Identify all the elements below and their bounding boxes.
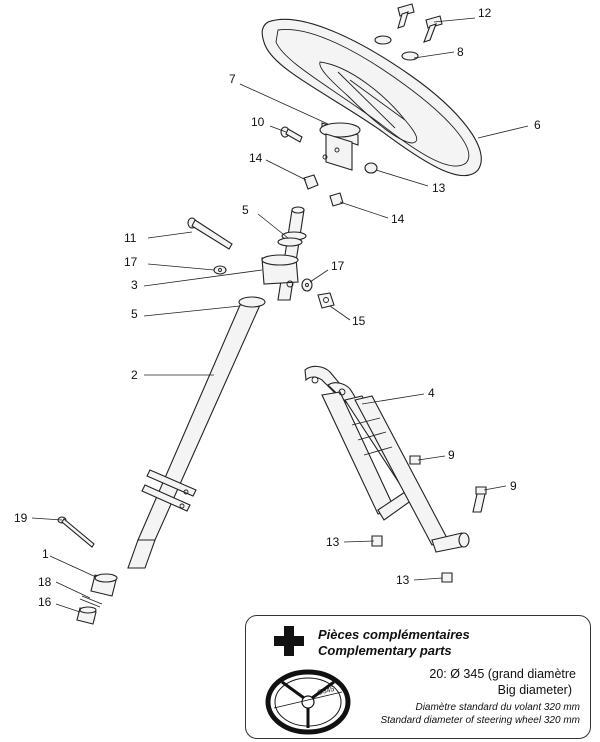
callout-13-upper: 13 (432, 181, 446, 195)
callout-11: 11 (124, 231, 137, 245)
callout-17-left: 17 (124, 255, 138, 269)
standard-diameter-note-en: Standard diameter of steering wheel 320 … (380, 715, 580, 726)
callout-19: 19 (14, 511, 28, 525)
pin-19-part (57, 516, 95, 548)
callout-1: 1 (42, 547, 49, 561)
callout-15: 15 (352, 314, 366, 328)
column-bracket-4-part (304, 365, 470, 553)
callout-6: 6 (534, 118, 541, 132)
ring-5-part (238, 237, 303, 308)
complementary-part-20-line2: Big diameter) (497, 683, 572, 697)
callout-17-right: 17 (331, 259, 345, 273)
washer-17-part (213, 265, 313, 292)
steering-column-part (127, 206, 307, 569)
callout-2: 2 (131, 368, 138, 382)
sleeve-16-part (76, 606, 97, 625)
callout-10: 10 (251, 115, 265, 129)
standard-diameter-note-fr: Diamètre standard du volant 320 mm (415, 702, 580, 713)
plus-icon (274, 626, 304, 656)
bolt-9-part (409, 455, 487, 513)
nut-14-part (303, 174, 344, 207)
diameter-label: Ø345 (317, 686, 335, 697)
wheel-hub-part (319, 122, 361, 171)
spacer-18-part (79, 595, 103, 608)
callout-7: 7 (229, 72, 236, 86)
callout-5-lower: 5 (131, 307, 138, 321)
bolt-11-part (187, 217, 233, 250)
callout-4: 4 (428, 386, 435, 400)
clamp-collar-3-part (261, 254, 299, 288)
bolt-12-part (397, 3, 443, 43)
steering-wheel-part (261, 18, 482, 177)
nut-13-part (364, 162, 378, 174)
complementary-title-fr: Pièces complémentaires (318, 627, 470, 642)
callout-16: 16 (38, 595, 52, 609)
complementary-parts-box: Pièces complémentaires Complementary par… (245, 615, 591, 739)
callout-14-upper: 14 (249, 151, 263, 165)
callout-12: 12 (478, 6, 492, 20)
steering-wheel-icon: Ø345 (265, 669, 351, 735)
callout-3: 3 (131, 278, 138, 292)
callout-8: 8 (457, 45, 464, 59)
callout-9-right: 9 (510, 479, 517, 493)
callout-9-upper: 9 (448, 448, 455, 462)
bushing-1-part (90, 573, 118, 597)
complementary-title-en: Complementary parts (318, 643, 452, 658)
nut-15-part (317, 292, 335, 309)
callout-18: 18 (38, 575, 52, 589)
callout-14-lower: 14 (391, 212, 405, 226)
callout-13-lower: 13 (396, 573, 410, 587)
complementary-part-20-line1: 20: Ø 345 (grand diamètre (429, 667, 576, 681)
callout-5-upper: 5 (242, 203, 249, 217)
nut-13-lower-part (371, 535, 453, 583)
leader-lines (31, 17, 529, 613)
callout-labels: 12 8 7 6 10 14 13 5 14 11 17 17 3 5 15 2… (14, 6, 541, 609)
bolt-10-part (280, 126, 303, 143)
callout-13-middle: 13 (326, 535, 340, 549)
